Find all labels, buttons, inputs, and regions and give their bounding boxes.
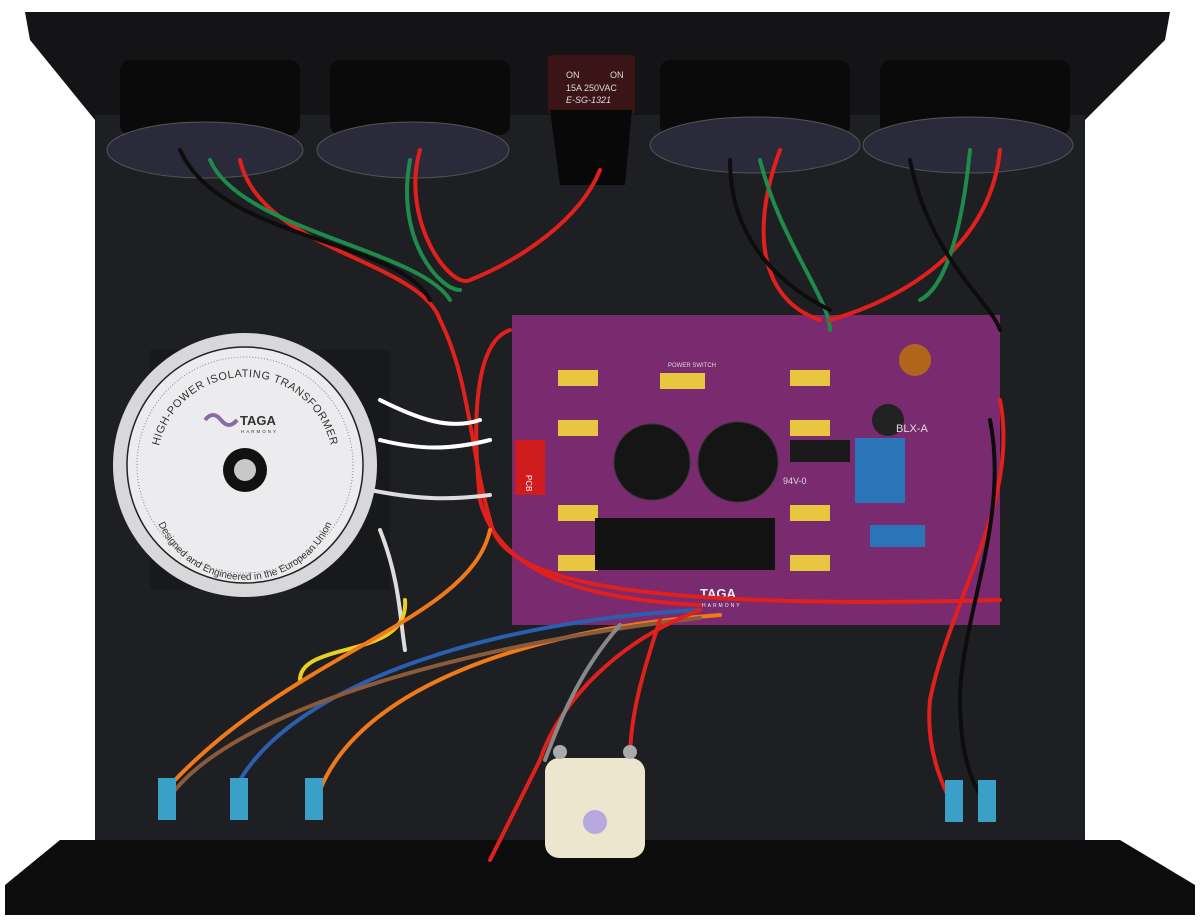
- capacitor: [790, 505, 830, 521]
- ac-outlets: [106, 60, 1074, 179]
- transformer-brand: TAGA: [240, 413, 276, 428]
- terminal-block: [515, 440, 545, 495]
- front-meter-block: [545, 745, 645, 858]
- outlet-plate-3: [649, 60, 861, 174]
- transformer-brand-sub: HARMONY: [241, 429, 278, 434]
- switch-label-right: ON: [610, 70, 624, 80]
- capacitor: [660, 373, 705, 389]
- front-panel: [5, 840, 1195, 915]
- relay-bank: [595, 518, 775, 570]
- wiring-harness: [173, 148, 1006, 862]
- pcb-board-code: 94V-0: [783, 476, 807, 486]
- spade-connectors: [158, 778, 996, 822]
- filter-capacitor-2: [697, 421, 779, 503]
- filter-capacitor-1: [613, 423, 691, 501]
- outlet-plate-1: [106, 60, 304, 179]
- power-switch[interactable]: ON ON 15A 250VAC E-SG-1321: [548, 55, 635, 185]
- outlet-plate-2: [316, 60, 510, 179]
- capacitor: [558, 420, 598, 436]
- blue-capacitor: [870, 525, 925, 547]
- toroidal-transformer: HIGH-POWER ISOLATING TRANSFORMER Designe…: [113, 333, 377, 597]
- capacitor: [558, 370, 598, 386]
- switch-rating: 15A 250VAC: [566, 83, 617, 93]
- pcb-mark: PCB: [524, 475, 533, 491]
- mounting-bolt: [234, 459, 256, 481]
- pcb-switch-mark: POWER SWITCH: [668, 363, 716, 369]
- pcb-module-label: BLX-A: [896, 423, 928, 435]
- taga-logo-icon: [203, 413, 239, 427]
- capacitor: [790, 420, 830, 436]
- outlet-plate-4: [862, 60, 1074, 174]
- capacitor: [558, 555, 598, 571]
- switch-model: E-SG-1321: [566, 95, 611, 105]
- blue-transformer: [855, 438, 905, 503]
- switch-label-left: ON: [566, 70, 580, 80]
- capacitor: [872, 404, 904, 436]
- toroid-inductor: [899, 344, 931, 376]
- capacitor: [558, 505, 598, 521]
- pcb-brand-sub: HARMONY: [702, 603, 742, 609]
- power-pcb: PCB BLX-A POWER SWITCH 94V-0 TAGA HARMON…: [512, 315, 1000, 625]
- capacitor: [790, 555, 830, 571]
- capacitor: [790, 370, 830, 386]
